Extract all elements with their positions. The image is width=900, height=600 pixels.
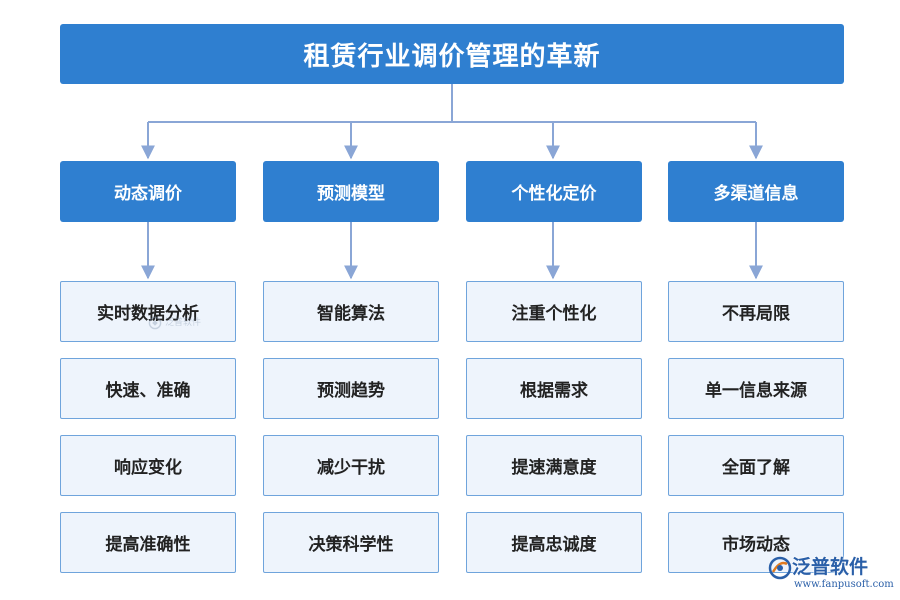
item-box: 响应变化 [60,435,236,496]
item-box: 提速满意度 [466,435,642,496]
item-box: 实时数据分析 [60,281,236,342]
item-box: 市场动态 [668,512,844,573]
item-box: 单一信息来源 [668,358,844,419]
item-box: 预测趋势 [263,358,439,419]
category-dynamic-pricing: 动态调价 [60,161,236,222]
diagram-title: 租赁行业调价管理的革新 [60,24,844,84]
item-box: 注重个性化 [466,281,642,342]
category-multichannel-info: 多渠道信息 [668,161,844,222]
item-box: 决策科学性 [263,512,439,573]
item-box: 提高忠诚度 [466,512,642,573]
item-box: 根据需求 [466,358,642,419]
item-box: 提高准确性 [60,512,236,573]
brand-logo: 泛普软件 www.fanpusoft.com [768,552,894,596]
item-box: 智能算法 [263,281,439,342]
logo-url: www.fanpusoft.com [794,579,894,590]
item-box: 不再局限 [668,281,844,342]
logo-brand-name: 泛普软件 [792,556,869,578]
category-personalized-pricing: 个性化定价 [466,161,642,222]
fanpu-logo-icon [768,556,792,580]
item-box: 快速、准确 [60,358,236,419]
item-box: 全面了解 [668,435,844,496]
item-box: 减少干扰 [263,435,439,496]
category-prediction-model: 预测模型 [263,161,439,222]
